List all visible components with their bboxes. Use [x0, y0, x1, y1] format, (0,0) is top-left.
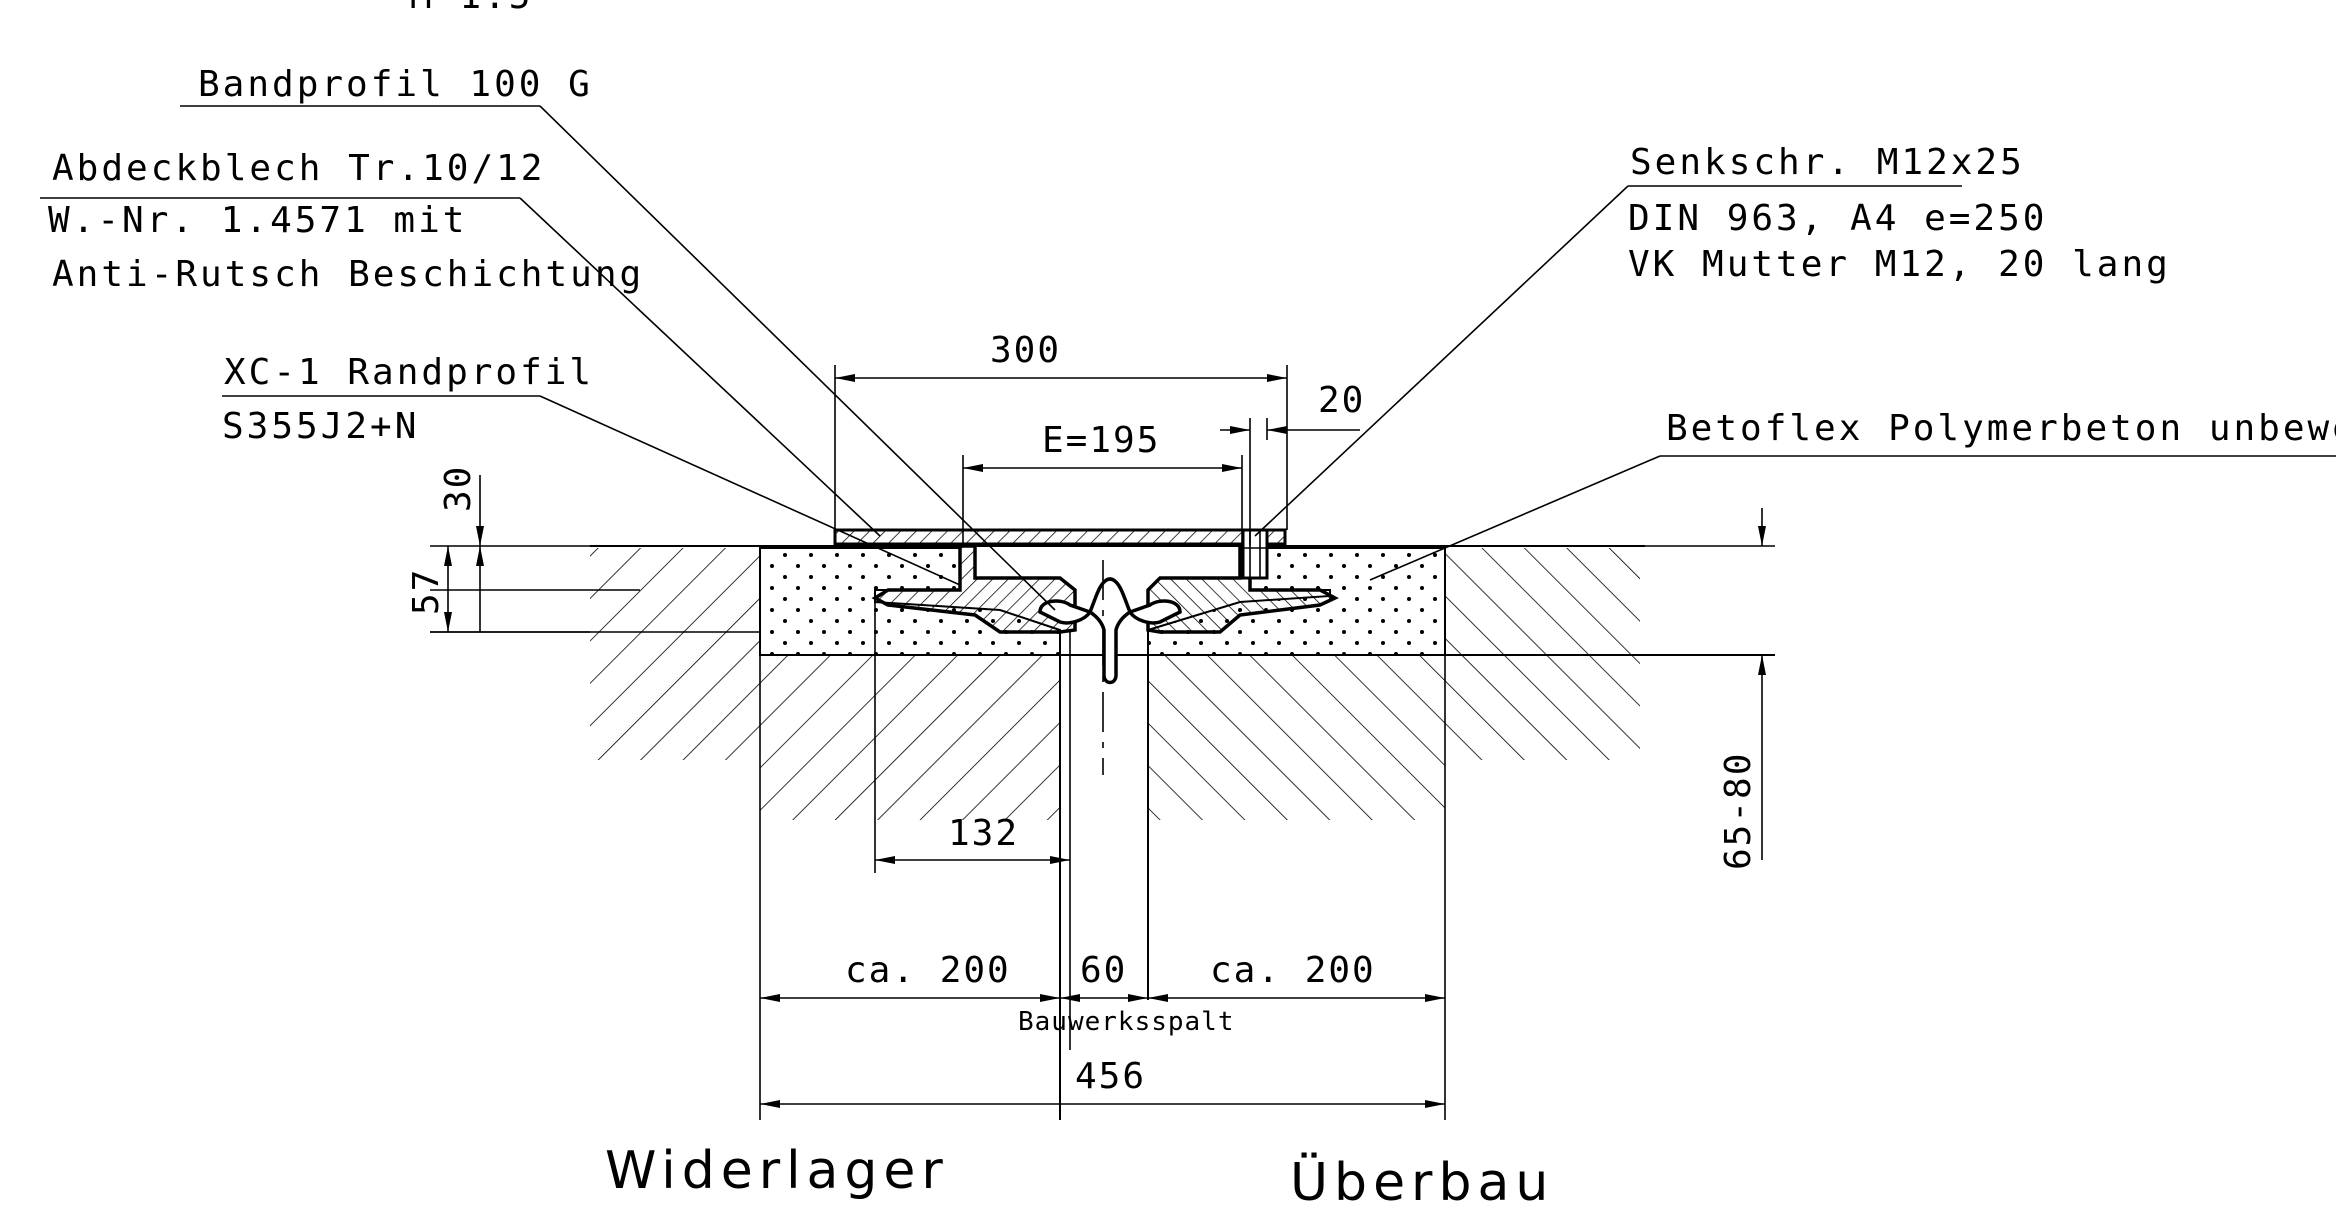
dim-30: 30	[438, 465, 479, 512]
label-senkschr-3: VK Mutter M12, 20 lang	[1628, 244, 2171, 285]
dim-132: 132	[948, 813, 1019, 854]
concrete-ueberbau	[1148, 548, 1640, 820]
edge-profile-left	[871, 544, 1077, 634]
dim-e195: E=195	[1042, 420, 1160, 461]
label-bandprofil: Bandprofil 100 G	[198, 64, 593, 105]
label-abdeckblech-2: W.-Nr. 1.4571 mit	[48, 200, 467, 241]
dim-ca200-left: ca. 200	[845, 950, 1011, 991]
label-senkschr-1: Senkschr. M12x25	[1630, 142, 2025, 183]
bolt-nut	[1241, 528, 1269, 580]
scale-note: M 1:5	[410, 0, 533, 17]
label-randprofil-1: XC-1 Randprofil	[224, 352, 594, 393]
dim-65-80: 65-80	[1718, 752, 1759, 870]
dim-300: 300	[990, 330, 1061, 371]
dim-57: 57	[406, 568, 447, 615]
cover-plate	[833, 528, 1287, 546]
label-betoflex: Betoflex Polymerbeton unbewehrt	[1666, 408, 2336, 449]
label-senkschr-2: DIN 963, A4 e=250	[1628, 198, 2047, 239]
dim-20: 20	[1318, 380, 1365, 421]
bauwerksspalt-label: Bauwerksspalt	[1018, 1007, 1235, 1037]
label-widerlager: Widerlager	[605, 1141, 949, 1201]
dim-60: 60	[1080, 950, 1127, 991]
concrete-widerlager	[590, 548, 1060, 820]
dim-456: 456	[1075, 1056, 1146, 1097]
edge-profile-right	[1146, 544, 1339, 634]
label-abdeckblech-3: Anti-Rutsch Beschichtung	[52, 254, 644, 295]
dim-ca200-right: ca. 200	[1210, 950, 1376, 991]
label-randprofil-2: S355J2+N	[222, 406, 419, 447]
label-abdeckblech-1: Abdeckblech Tr.10/12	[52, 148, 545, 189]
label-ueberbau: Überbau	[1290, 1152, 1554, 1209]
